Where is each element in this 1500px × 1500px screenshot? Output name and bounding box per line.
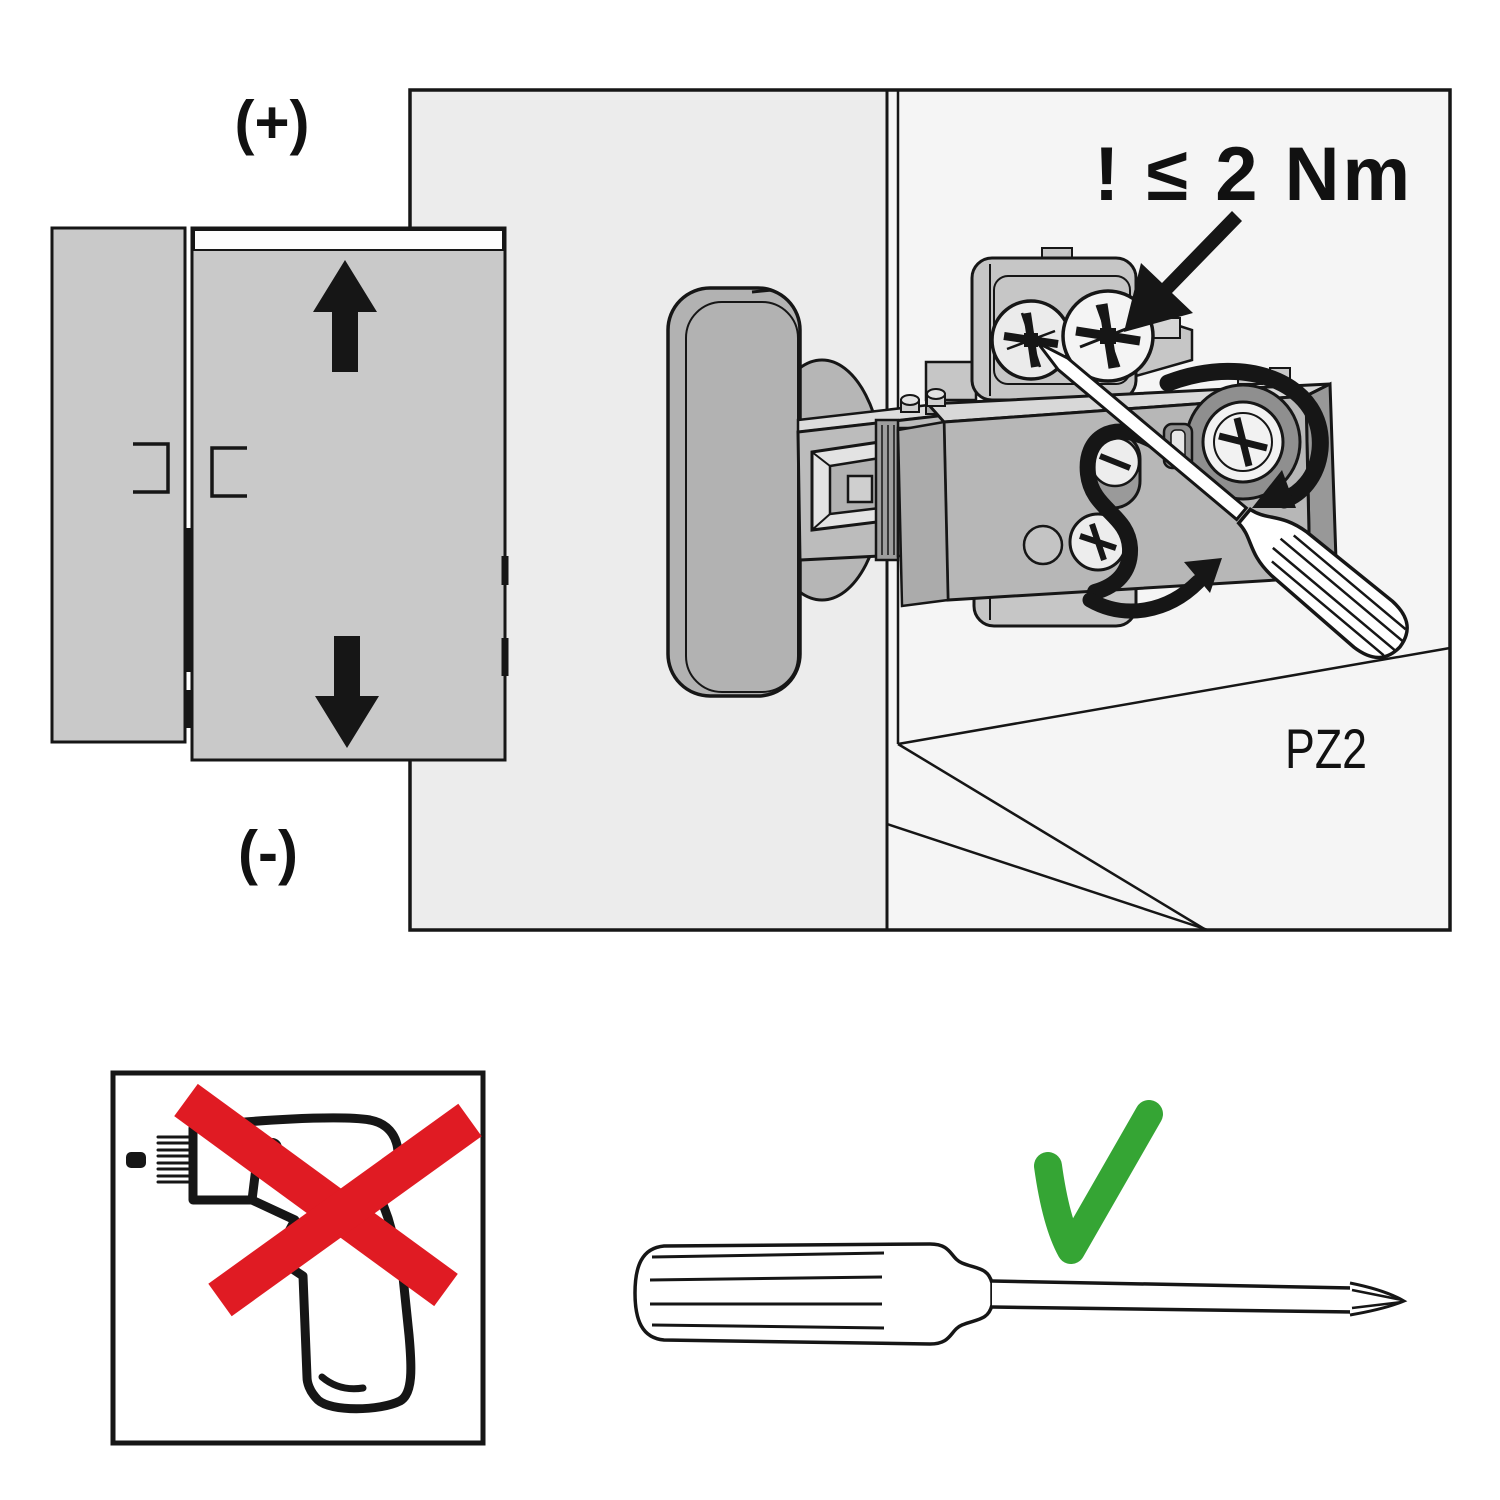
minus-label: (-) bbox=[238, 819, 298, 886]
check-icon bbox=[1034, 1100, 1163, 1264]
door-notch bbox=[210, 446, 247, 498]
screw-hole bbox=[1022, 524, 1064, 566]
door-top-edge bbox=[193, 229, 504, 251]
drill-bit-tip bbox=[126, 1152, 146, 1168]
up-arrow-icon bbox=[313, 260, 377, 372]
door-wing-plate bbox=[666, 286, 802, 698]
door-adjustment-diagram: (+) (-) bbox=[50, 89, 509, 886]
plus-label: (+) bbox=[235, 89, 310, 156]
bit-size-label: PZ2 bbox=[1285, 717, 1367, 780]
cabinet-side-panel bbox=[50, 226, 187, 744]
torque-pointer-arrow bbox=[1124, 211, 1242, 332]
no-drill-sign bbox=[110, 1070, 486, 1446]
panel-notch bbox=[133, 442, 170, 494]
cabinet-bottom-board bbox=[886, 646, 1451, 932]
approved-tool bbox=[633, 1100, 1408, 1346]
rotation-arrow-right bbox=[1159, 362, 1329, 509]
torque-label: ! ≤ 2 Nm bbox=[1094, 132, 1413, 217]
manual-screwdriver-icon bbox=[633, 1242, 1408, 1346]
rotation-arrow-front bbox=[1079, 423, 1222, 619]
down-arrow-icon bbox=[315, 636, 379, 748]
red-cross-icon bbox=[174, 1083, 482, 1317]
hinge-illustration: ! ≤ 2 Nm PZ2 bbox=[666, 132, 1413, 780]
screwdriver-in-scene bbox=[1036, 341, 1409, 660]
drill-bit-lines bbox=[156, 1135, 192, 1184]
